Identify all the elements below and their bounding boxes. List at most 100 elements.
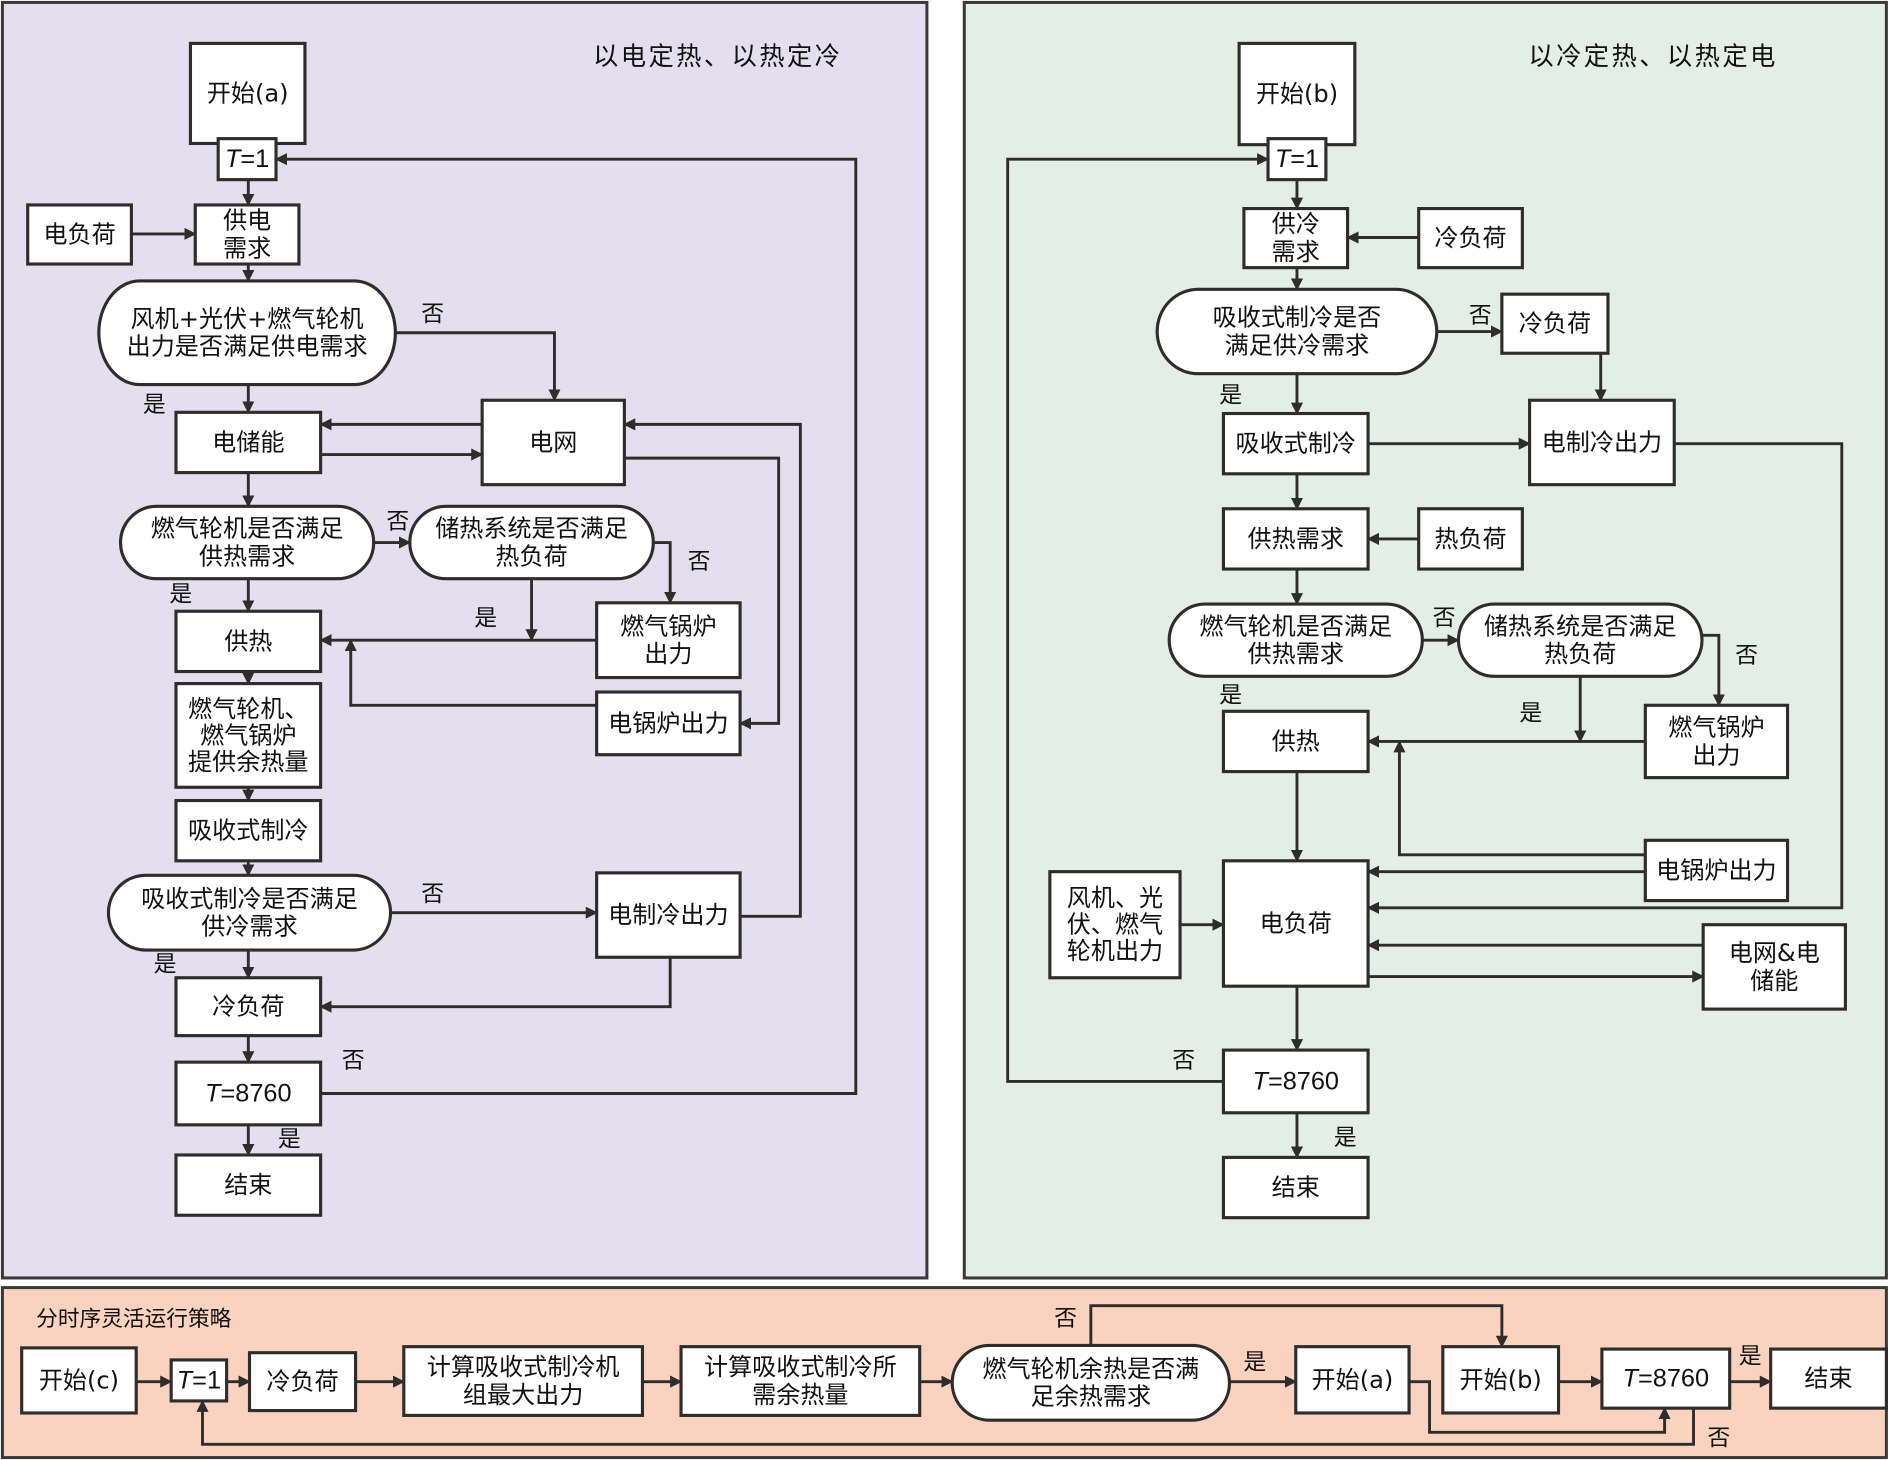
process-box	[679, 1345, 922, 1417]
node-a-cload-process: 冷负荷	[174, 976, 323, 1038]
edge-label-no: 否	[1707, 1425, 1730, 1451]
process-box	[1221, 709, 1370, 774]
edge-label-yes: 是	[474, 605, 497, 631]
edge-label-yes: 是	[1519, 701, 1542, 727]
process-box	[1221, 859, 1370, 988]
node-b-absorb-process: 吸收式制冷	[1221, 411, 1370, 476]
node-c-start-process: 开始(c)	[20, 1346, 138, 1415]
node-a-t8760-process: T=8760	[174, 1060, 323, 1127]
node-a-estorage-process: 电储能	[174, 410, 323, 475]
node-label: 结束	[224, 1171, 272, 1199]
process-box	[216, 137, 278, 182]
edge-label-no: 否	[1735, 643, 1758, 669]
node-label: T=1	[177, 1366, 221, 1394]
node-label: 计算吸收式制冷所	[704, 1353, 897, 1381]
process-box	[1237, 41, 1357, 147]
edge-label-no: 否	[1433, 605, 1456, 631]
edge-label-yes: 是	[154, 951, 177, 977]
decision-shape	[1167, 602, 1424, 678]
node-label: 热负荷	[1434, 525, 1506, 553]
node-label: 出力	[644, 640, 692, 668]
edge-label-yes: 是	[1739, 1343, 1762, 1369]
process-box	[174, 410, 323, 475]
node-a-ebolier-process: 电锅炉出力	[595, 690, 742, 757]
process-box	[1528, 398, 1676, 487]
process-box	[1500, 292, 1610, 355]
process-box	[193, 203, 301, 266]
node-label: 电网	[529, 428, 577, 456]
node-label: 计算吸收式制冷机	[427, 1353, 620, 1381]
node-a-absorb-process: 吸收式制冷	[174, 798, 323, 863]
node-label: T=1	[1275, 145, 1319, 173]
process-box	[1441, 1345, 1561, 1415]
edge-label-no: 否	[421, 302, 444, 328]
node-label: T=8760	[1623, 1365, 1710, 1393]
node-label: 电负荷	[43, 220, 115, 248]
node-a-edemand-process: 供电需求	[193, 203, 301, 266]
node-label: 电锅炉出力	[1656, 856, 1776, 884]
process-box	[1643, 703, 1790, 780]
flow-arrow	[274, 153, 858, 1095]
process-box	[1221, 507, 1370, 571]
node-b-eboiler-process: 电锅炉出力	[1643, 838, 1790, 903]
process-box	[1294, 1345, 1411, 1415]
process-box	[174, 609, 323, 674]
node-label: 热负荷	[495, 542, 567, 570]
node-b-t1-process: T=1	[1266, 137, 1328, 182]
node-label: 吸收式制冷是否满足	[141, 885, 358, 913]
panel-b-title: 以冷定热、以热定电	[1528, 42, 1777, 71]
process-box	[1600, 1347, 1732, 1410]
process-box	[595, 601, 742, 680]
edge-label-no: 否	[1054, 1306, 1077, 1332]
node-label: 提供余热量	[188, 748, 308, 776]
edge-label-yes: 是	[1219, 382, 1242, 408]
node-label: 开始(a)	[1312, 1366, 1394, 1394]
node-label: 储热系统是否满足	[435, 515, 628, 543]
node-label: 结束	[1804, 1365, 1852, 1393]
decision-shape	[1155, 287, 1439, 376]
process-box	[1221, 1048, 1370, 1115]
flow-arrow	[1701, 633, 1725, 707]
node-label: 储热系统是否满足	[1484, 612, 1677, 640]
node-b-start-process: 开始(b)	[1237, 41, 1357, 147]
process-box	[1048, 870, 1182, 980]
node-label: 供冷	[1272, 210, 1320, 238]
node-c-startb-process: 开始(b)	[1441, 1345, 1561, 1415]
flow-arrow	[1409, 1380, 1671, 1434]
process-box	[595, 871, 742, 959]
node-b-hdemand-process: 供热需求	[1221, 507, 1370, 571]
node-label: 足余热需求	[1031, 1383, 1151, 1411]
edge-label-no: 否	[421, 882, 444, 908]
flow-arrow	[624, 456, 781, 730]
node-label: 满足供冷需求	[1225, 331, 1370, 359]
node-label: 供电	[223, 207, 271, 235]
node-label: 开始(b)	[1256, 80, 1338, 108]
node-label: 电锅炉出力	[608, 709, 728, 737]
process-box	[174, 682, 323, 789]
decision-shape	[106, 873, 393, 952]
node-label: 燃气轮机是否满足	[1199, 612, 1392, 640]
node-label: 燃气锅炉	[620, 612, 716, 640]
process-box	[1266, 137, 1328, 182]
node-label: 需求	[1272, 238, 1320, 266]
process-box	[1643, 838, 1790, 903]
node-label: 吸收式制冷	[188, 817, 308, 845]
node-label: 热负荷	[1544, 640, 1616, 668]
flow-arrow	[623, 418, 802, 918]
node-label: 供热	[1272, 727, 1320, 755]
node-label: 电制冷出力	[1542, 428, 1662, 456]
node-b-t8760-process: T=8760	[1221, 1048, 1370, 1115]
node-a-heat-process: 供热	[174, 609, 323, 674]
node-label: 电负荷	[1260, 909, 1332, 937]
process-box	[1221, 1155, 1370, 1220]
